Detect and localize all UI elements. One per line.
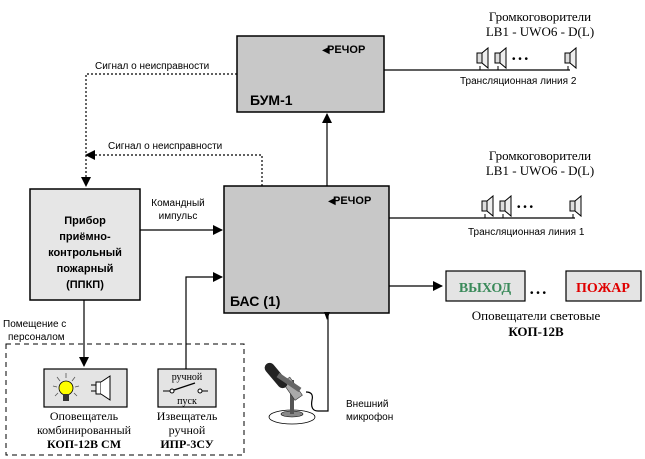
ppkp-line: пожарный: [57, 263, 114, 275]
external-microphone: Внешний микрофон: [264, 312, 393, 425]
command-label: импульс: [159, 211, 198, 222]
bas-block: РЕЧОР ◀ БАС (1): [223, 185, 390, 314]
room-label: персоналом: [8, 332, 65, 343]
speaker-icon: [564, 47, 577, 69]
bum-title: БУМ-1: [250, 92, 293, 108]
speaker-icon: [476, 47, 489, 69]
light-signs: ВЫХОД • • • ПОЖАР Оповещатели световые К…: [389, 270, 642, 339]
bum-block: РЕЧОР ◀ БУМ-1: [236, 35, 385, 113]
command-impulse: Командный импульс: [140, 198, 223, 235]
speakers-model: LB1 - UWO6 - D(L): [486, 163, 594, 178]
broadcast-line-1-label: Трансляционная линия 1: [468, 227, 585, 238]
speaker-group-2: Громкоговорители LB1 - UWO6 - D(L) • • •…: [384, 9, 594, 87]
manual-top-label: ручной: [172, 372, 203, 383]
manual-caption: ручной: [169, 423, 206, 437]
bum-brand: РЕЧОР: [327, 44, 365, 56]
staff-room: Помещение с персоналом: [3, 300, 245, 456]
combined-annunciator: Оповещатель комбинированный КОП-12В СМ: [37, 368, 132, 451]
light-bulb-icon: [52, 373, 80, 401]
combined-model: КОП-12В СМ: [47, 437, 121, 451]
speaker-icon: [494, 47, 507, 69]
microphone-icon: [264, 362, 316, 425]
ppkp-line: контрольный: [48, 247, 122, 259]
command-label: Командный: [151, 198, 204, 209]
speaker-brand-icon: ◀: [322, 45, 330, 56]
bas-title: БАС (1): [230, 293, 280, 309]
exit-sign-text: ВЫХОД: [459, 281, 512, 296]
speaker-brand-icon: ◀: [328, 196, 336, 207]
ppkp-line: приёмно-: [59, 231, 111, 243]
speakers-model: LB1 - UWO6 - D(L): [486, 24, 594, 39]
light-signs-caption: Оповещатели световые: [472, 308, 601, 323]
ppkp-line: (ППКП): [66, 279, 104, 291]
combined-caption: комбинированный: [37, 423, 132, 437]
exit-sign: [445, 270, 526, 302]
mic-label: Внешний: [346, 399, 388, 410]
manual-caption: Извещатель: [157, 409, 218, 423]
bas-brand: РЕЧОР: [333, 195, 371, 207]
ellipsis: • • •: [517, 202, 534, 213]
speakers-title: Громкоговорители: [489, 148, 591, 163]
fault-signal-label-bottom: Сигнал о неисправности: [108, 141, 222, 152]
ppkp-block: Прибор приёмно- контрольный пожарный (ПП…: [29, 188, 141, 301]
mic-cable: [305, 315, 329, 412]
fault-signal-label-top: Сигнал о неисправности: [95, 61, 209, 72]
broadcast-line-2-label: Трансляционная линия 2: [460, 76, 577, 87]
switch-icon: [163, 382, 208, 394]
ellipsis: • • •: [512, 54, 529, 65]
manual-to-bas-line: [185, 272, 223, 369]
speaker-icon: [481, 195, 494, 217]
combined-caption: Оповещатель: [50, 409, 119, 423]
speaker-icon: [499, 195, 512, 217]
speaker-group-1: Громкоговорители LB1 - UWO6 - D(L) • • •…: [389, 148, 594, 238]
fire-sign-text: ПОЖАР: [576, 281, 630, 296]
fault-signal-lines: Сигнал о неисправности Сигнал о неисправ…: [81, 61, 263, 187]
light-signs-model: КОП-12В: [508, 324, 564, 339]
room-label: Помещение с: [3, 319, 66, 330]
manual-model: ИПР-3СУ: [160, 437, 214, 451]
speaker-icon: [569, 195, 582, 217]
fire-sign: [565, 270, 642, 302]
speakers-title: Громкоговорители: [489, 9, 591, 24]
manual-bottom-label: пуск: [177, 396, 197, 407]
mic-label: микрофон: [346, 411, 393, 423]
ellipsis: • • •: [530, 288, 547, 299]
speaker-icon: [91, 375, 111, 401]
ppkp-line: Прибор: [64, 215, 106, 227]
manual-call-point: ручной пуск Извещатель ручной ИПР-3СУ: [157, 368, 218, 451]
